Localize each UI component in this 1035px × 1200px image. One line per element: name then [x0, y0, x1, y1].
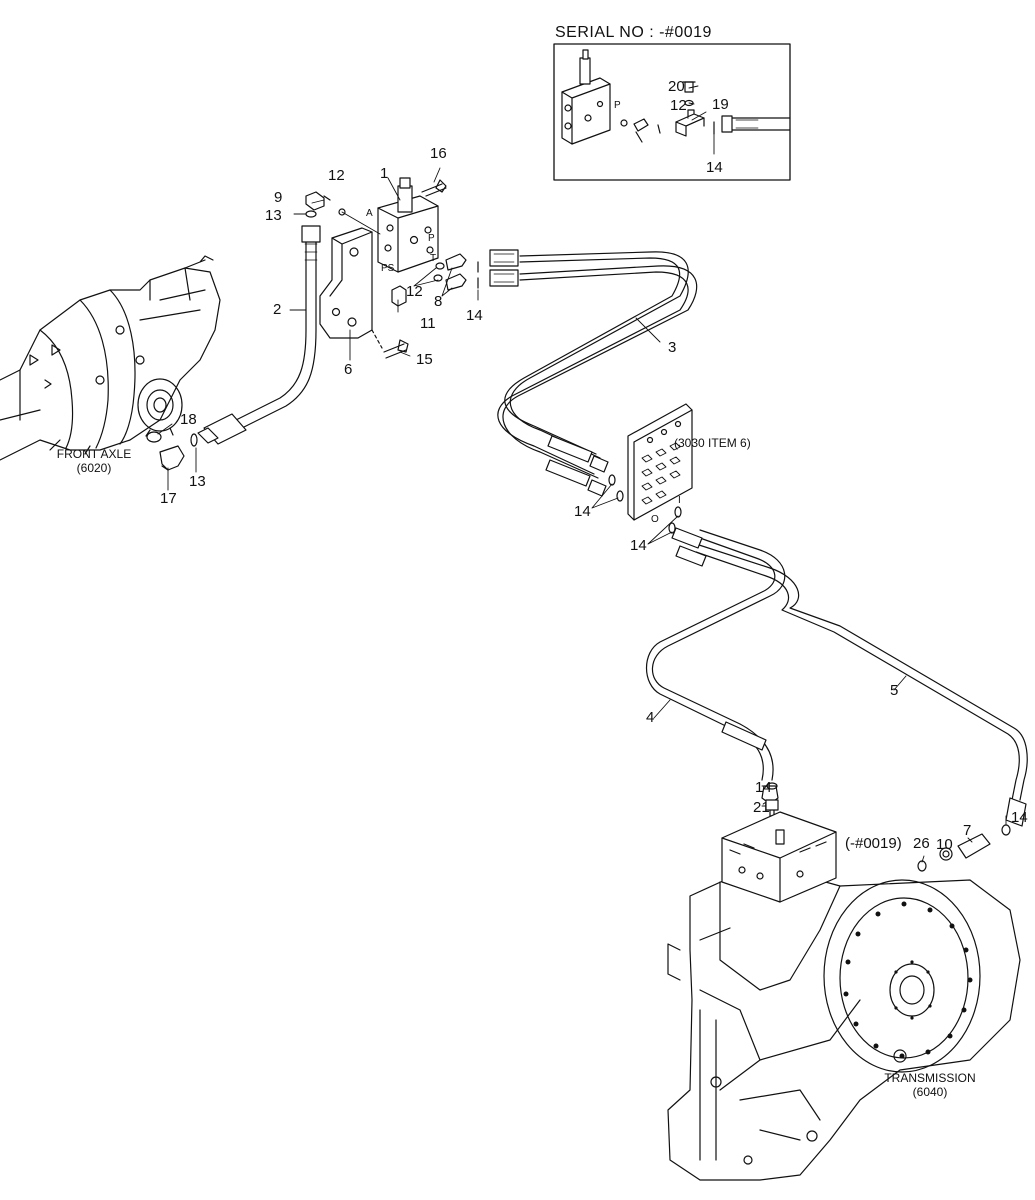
callout-21: 21 — [753, 799, 770, 816]
callout-leader-lines — [157, 85, 1007, 863]
callout-13-bottom: 13 — [189, 473, 206, 490]
callout-14-manifold-lower: 14 — [630, 537, 647, 554]
front-axle-code: (6020) — [76, 460, 112, 475]
callout-9: 9 — [274, 189, 283, 206]
callout-26: 26 — [913, 835, 930, 852]
callout-14-valve: 14 — [466, 307, 483, 324]
callout-13-top: 13 — [265, 207, 282, 224]
manifold-note: (3030 ITEM 6) — [674, 436, 751, 450]
port-label-i: I — [678, 495, 681, 506]
front-axle-caption: FRONT AXLE (6020) — [46, 447, 142, 476]
hose-5 — [671, 527, 1028, 827]
front-axle-drawing — [0, 255, 221, 461]
callout-12-top: 12 — [328, 167, 345, 184]
callout-14-hose4: 14 — [755, 779, 772, 796]
callout-2: 2 — [273, 301, 282, 318]
callout-10: 10 — [936, 836, 953, 853]
callout-3: 3 — [668, 339, 677, 356]
hose-3-pair — [489, 249, 698, 497]
callout-16: 16 — [430, 145, 447, 162]
callout-11: 11 — [420, 315, 436, 332]
callout-18: 18 — [180, 411, 197, 428]
fitting-9-13 — [305, 191, 331, 218]
callout-6: 6 — [344, 361, 353, 378]
transmission-code: (6040) — [912, 1084, 948, 1099]
callout-12-mid: 12 — [406, 283, 423, 300]
callout-14-manifold-upper: 14 — [574, 503, 591, 520]
callout-inset-12: 12 — [670, 97, 687, 114]
port-label-o: O — [651, 514, 659, 525]
transmission-name: TRANSMISSION — [884, 1071, 976, 1085]
serial-note-label: (-#0019) — [845, 835, 902, 852]
callout-inset-20: 20 — [668, 78, 685, 95]
hose-4 — [646, 529, 786, 805]
callout-inset-19: 19 — [712, 96, 729, 113]
serial-inset-drawing — [553, 43, 791, 181]
hose-2 — [197, 225, 321, 445]
serial-number-title: SERIAL NO : -#0019 — [555, 24, 712, 41]
port-label-ps: PS — [381, 263, 395, 274]
callout-7: 7 — [963, 822, 972, 839]
port-label-a: A — [366, 208, 373, 219]
callout-15: 15 — [416, 351, 433, 368]
callout-17: 17 — [160, 490, 177, 507]
port-label-inset-p: P — [614, 100, 621, 111]
manifold-plate — [608, 403, 693, 534]
fitting-17-18 — [146, 431, 198, 471]
callout-inset-14: 14 — [706, 159, 723, 176]
callout-1: 1 — [380, 165, 389, 182]
callout-5: 5 — [890, 682, 899, 699]
callout-14-hose5: 14 — [1011, 809, 1028, 826]
port-label-t: T — [430, 253, 437, 264]
port-label-p: P — [428, 233, 435, 244]
transmission-caption: TRANSMISSION (6040) — [876, 1071, 984, 1100]
transmission-drawing — [667, 811, 1021, 1181]
valve-block-and-bracket — [319, 177, 479, 359]
callout-4: 4 — [646, 709, 655, 726]
front-axle-name: FRONT AXLE — [56, 447, 132, 461]
callout-8: 8 — [434, 293, 443, 310]
